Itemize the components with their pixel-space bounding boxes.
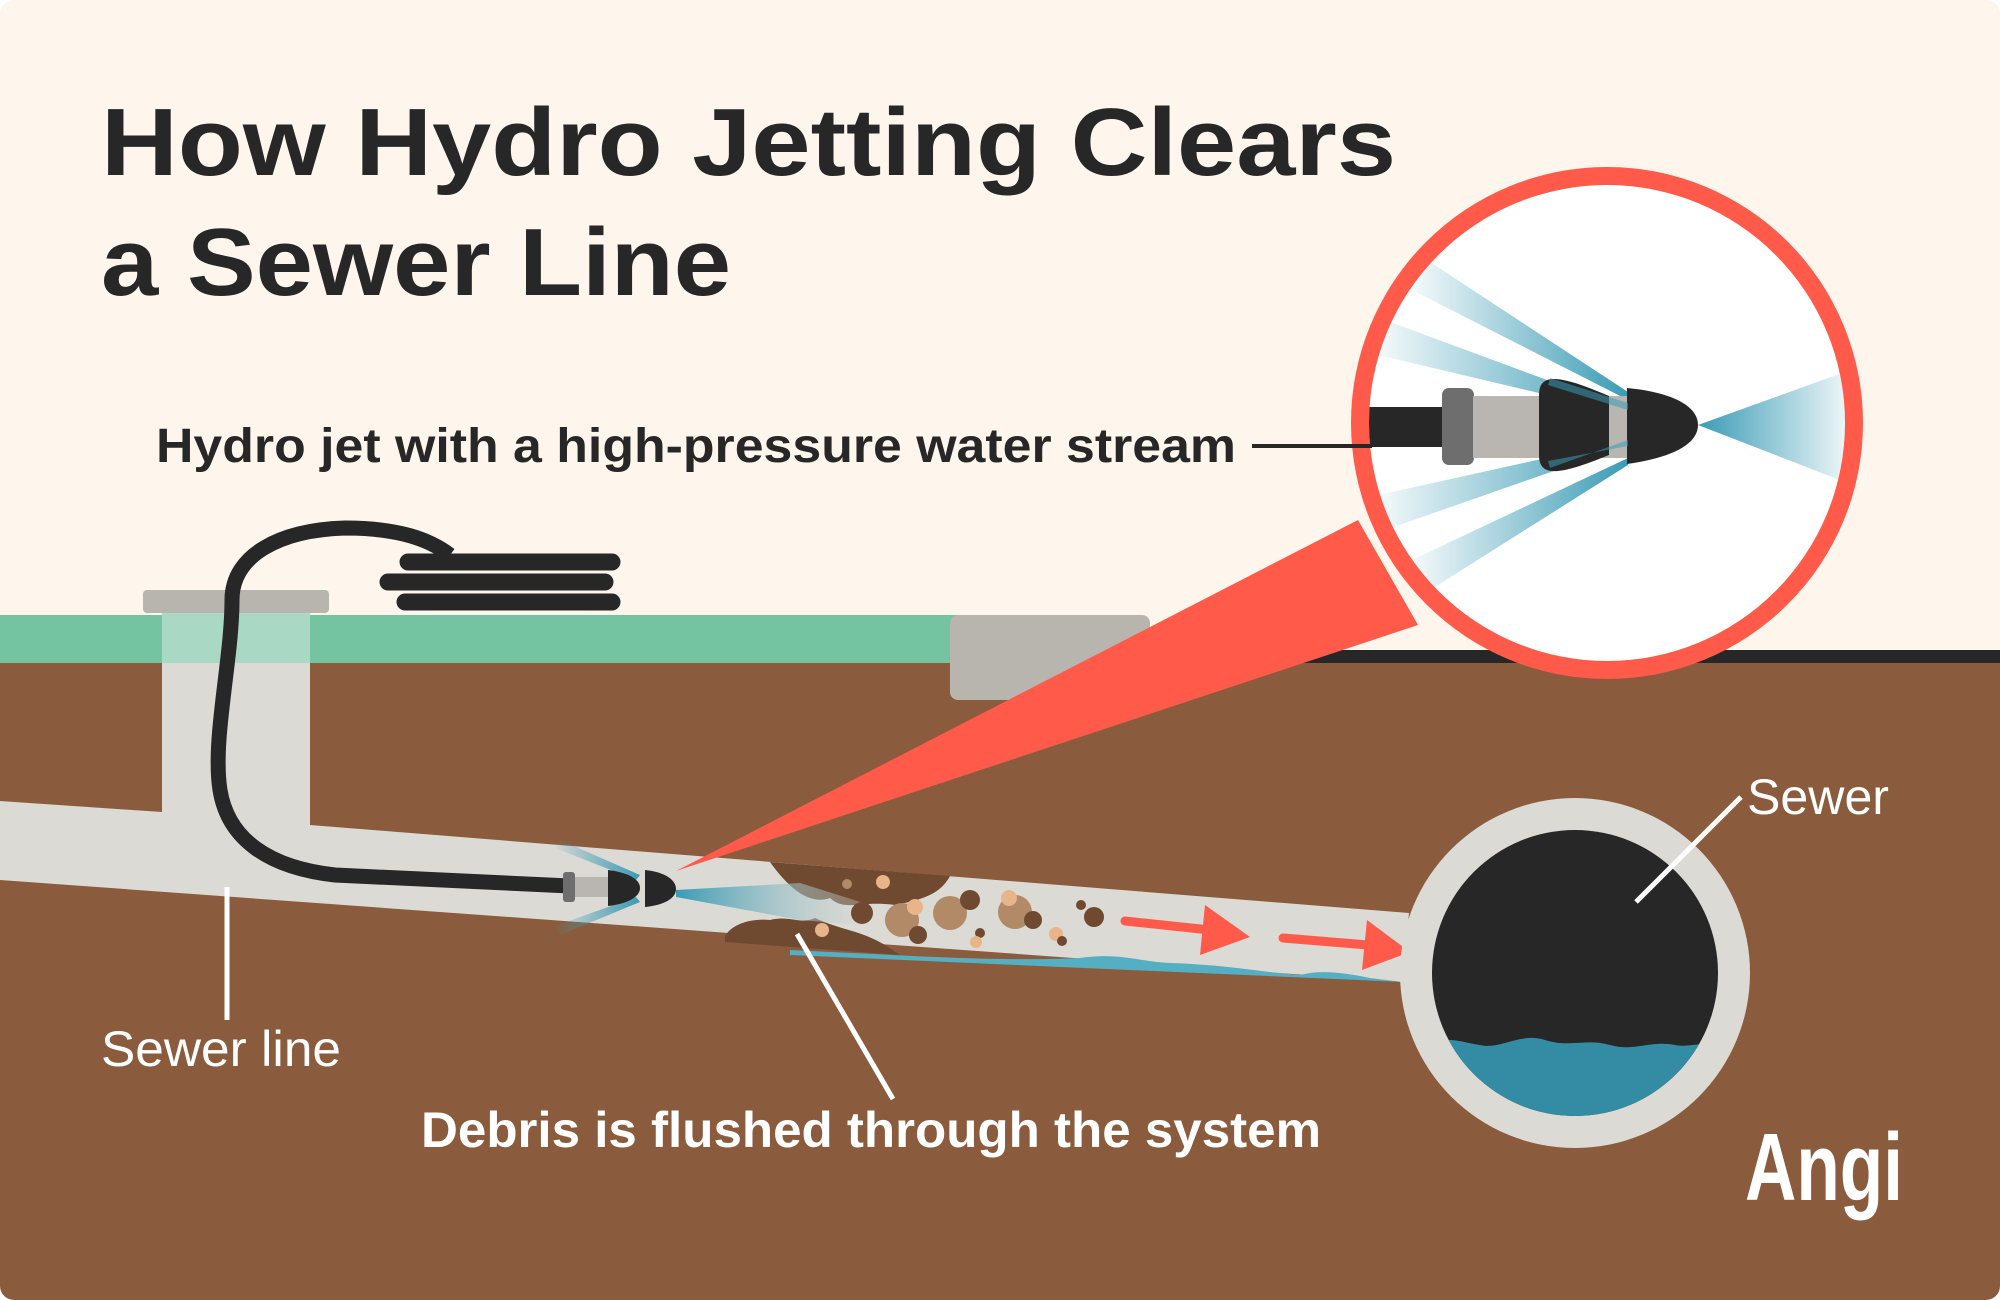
flow-arrow-2 (1278, 920, 1410, 970)
sewer-line-label: Sewer line (101, 1021, 341, 1077)
sewer-label: Sewer (1747, 769, 1889, 825)
debris-particles (815, 875, 1104, 948)
forward-spray (1698, 372, 1845, 482)
magnified-nozzle-view (1351, 167, 1863, 679)
flow-arrow-1 (1120, 905, 1250, 955)
debris-leader-line (794, 932, 896, 1101)
magnified-hose (1369, 407, 1445, 447)
hydro-jet-label: Hydro jet with a high-pressure water str… (156, 420, 1236, 473)
grass-strip (0, 615, 960, 665)
title-line-2: a Sewer Line (101, 209, 731, 316)
angi-logo: Angi (1745, 1114, 1903, 1221)
back-spray-1 (1412, 262, 1628, 400)
magnified-nozzle-tip (1627, 388, 1698, 464)
hose-reel-coil (379, 553, 621, 611)
debris-buildup-bottom (725, 918, 900, 955)
title-line-1: How Hydro Jetting Clears (101, 89, 1396, 196)
jetter-hose (210, 520, 571, 894)
back-spray-4 (1412, 458, 1628, 590)
sewer-line-pipe (0, 613, 1409, 982)
zoom-callout-wedge (676, 520, 1418, 871)
debris-label: Debris is flushed through the system (421, 1102, 1321, 1158)
magnified-hose-fitting (1442, 388, 1474, 465)
pipe-water-stream (676, 883, 870, 925)
sewer-leader-line (1634, 795, 1743, 904)
magnified-nozzle-collar (1539, 378, 1609, 472)
pipe-water (790, 950, 1403, 982)
jet-nozzle (555, 840, 676, 935)
